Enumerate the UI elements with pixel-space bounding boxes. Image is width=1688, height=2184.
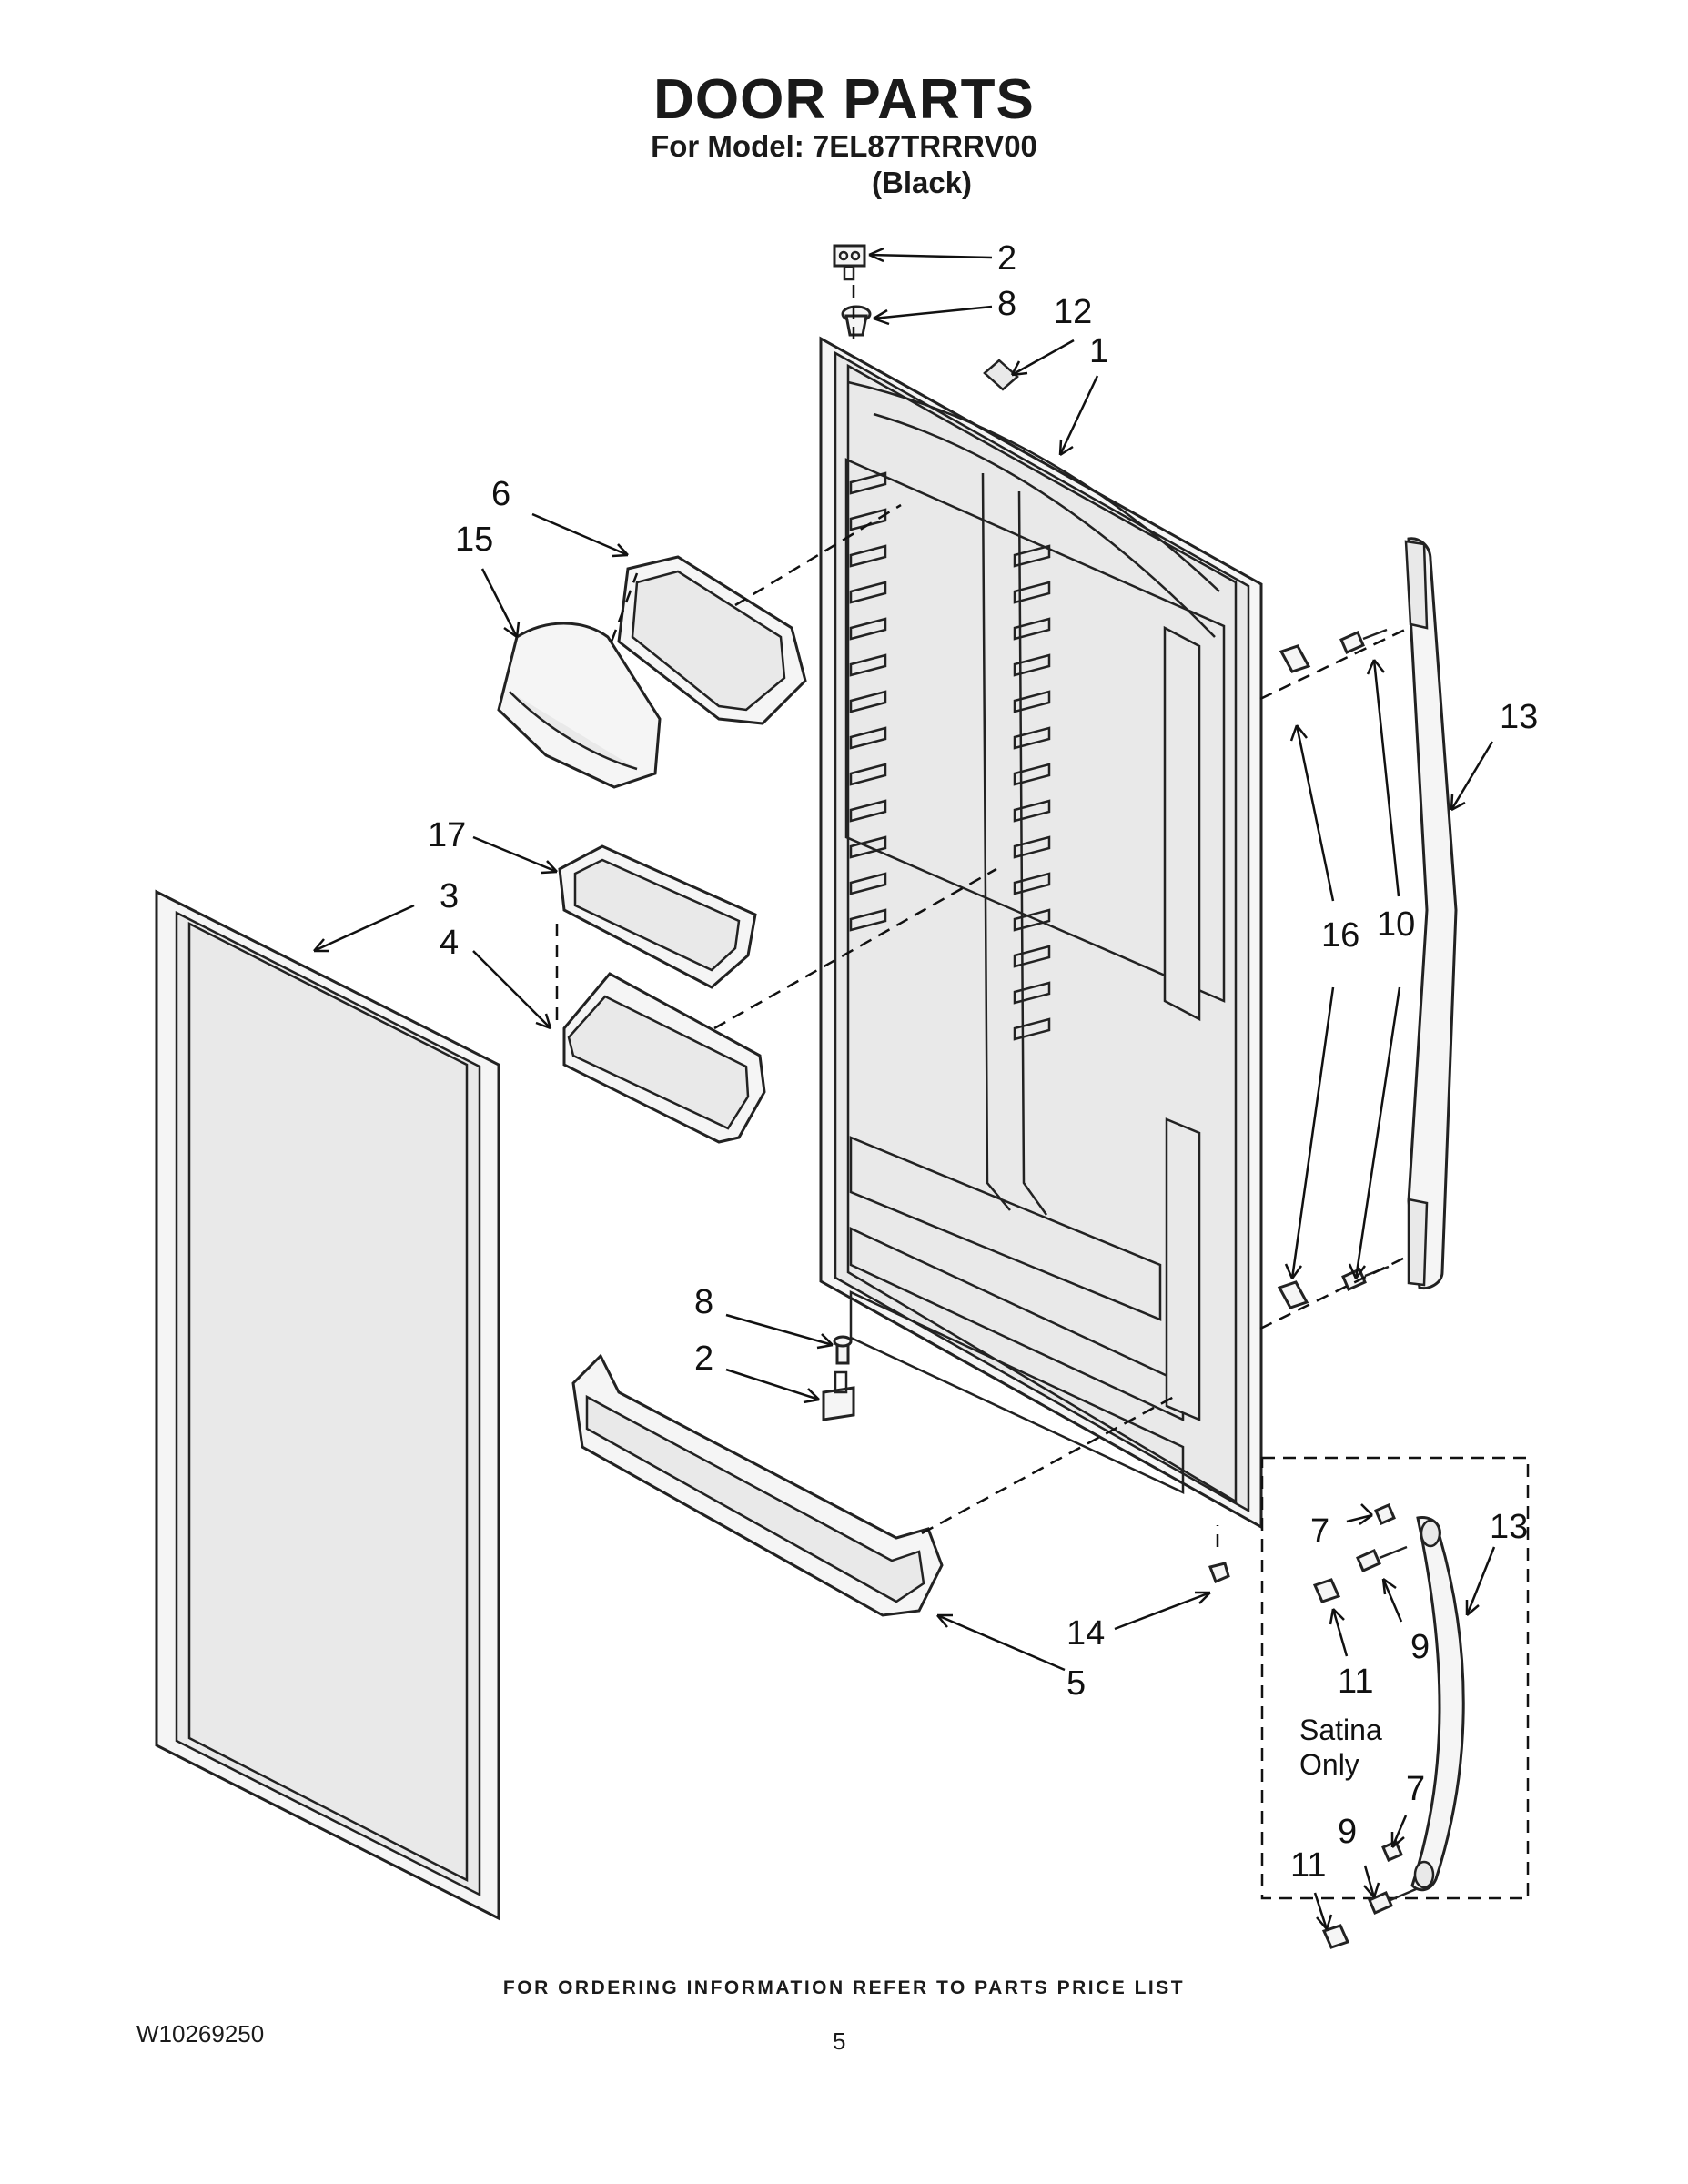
callout-15: 15 xyxy=(455,521,493,559)
inset-callout-13: 13 xyxy=(1490,1508,1528,1546)
callout-4: 4 xyxy=(440,924,459,962)
inset-callout-7-bottom: 7 xyxy=(1406,1770,1425,1808)
callout-16: 16 xyxy=(1321,916,1359,955)
callout-5: 5 xyxy=(1066,1664,1086,1703)
callout-3: 3 xyxy=(440,877,459,915)
inset-note-line1: Satina xyxy=(1299,1714,1382,1746)
bottom-cap-14 xyxy=(1208,1562,1230,1583)
door-liner xyxy=(819,336,1263,1530)
inset-note-line2: Only xyxy=(1299,1748,1359,1781)
bottom-hinge-bracket xyxy=(822,1370,855,1421)
top-hinge-bracket xyxy=(833,244,866,281)
callout-2-top: 2 xyxy=(997,239,1016,278)
inset-callout-7-top: 7 xyxy=(1310,1512,1329,1551)
handle-screw-upper xyxy=(1339,628,1388,654)
callout-8-top: 8 xyxy=(997,285,1016,323)
leader-lines xyxy=(313,247,1496,1930)
door-bin-5 xyxy=(571,1353,944,1617)
door-bin-4 xyxy=(562,972,766,1144)
top-hinge-bushing xyxy=(841,305,872,337)
inset-callout-9-bottom: 9 xyxy=(1338,1813,1357,1851)
callout-13: 13 xyxy=(1500,698,1538,736)
assembly-lines xyxy=(555,278,1410,1547)
inset-callout-11-top: 11 xyxy=(1338,1663,1373,1701)
model-line: For Model: 7EL87TRRRV00 xyxy=(651,129,1037,163)
inset-callout-9-top: 9 xyxy=(1410,1628,1430,1666)
bottom-hinge-pin xyxy=(833,1335,853,1365)
door-stop-label xyxy=(983,359,1019,391)
door-shelf-17 xyxy=(558,844,757,989)
handle-bracket-lower xyxy=(1277,1280,1309,1309)
callout-17: 17 xyxy=(428,816,466,854)
callout-1: 1 xyxy=(1089,332,1108,370)
model-variant: (Black) xyxy=(872,166,973,199)
callout-6: 6 xyxy=(491,475,510,513)
document-number: W10269250 xyxy=(136,2020,265,2048)
callout-8-bottom: 8 xyxy=(694,1283,713,1321)
door-handle xyxy=(1404,537,1458,1290)
handle-bracket-upper xyxy=(1279,644,1311,673)
page-number: 5 xyxy=(833,2027,846,2055)
door-gasket xyxy=(155,889,500,1921)
dairy-door-15 xyxy=(497,622,662,789)
door-bin-6 xyxy=(617,555,807,725)
inset-callout-11-bottom: 11 xyxy=(1290,1846,1326,1885)
satina-inset xyxy=(1260,1456,1530,1949)
page-title: DOOR PARTS xyxy=(653,68,1035,131)
callout-10: 10 xyxy=(1377,905,1415,944)
callout-14: 14 xyxy=(1066,1614,1105,1653)
callout-2-bottom: 2 xyxy=(694,1340,713,1378)
callout-12: 12 xyxy=(1054,293,1092,331)
ordering-note: FOR ORDERING INFORMATION REFER TO PARTS … xyxy=(502,1977,1186,1998)
